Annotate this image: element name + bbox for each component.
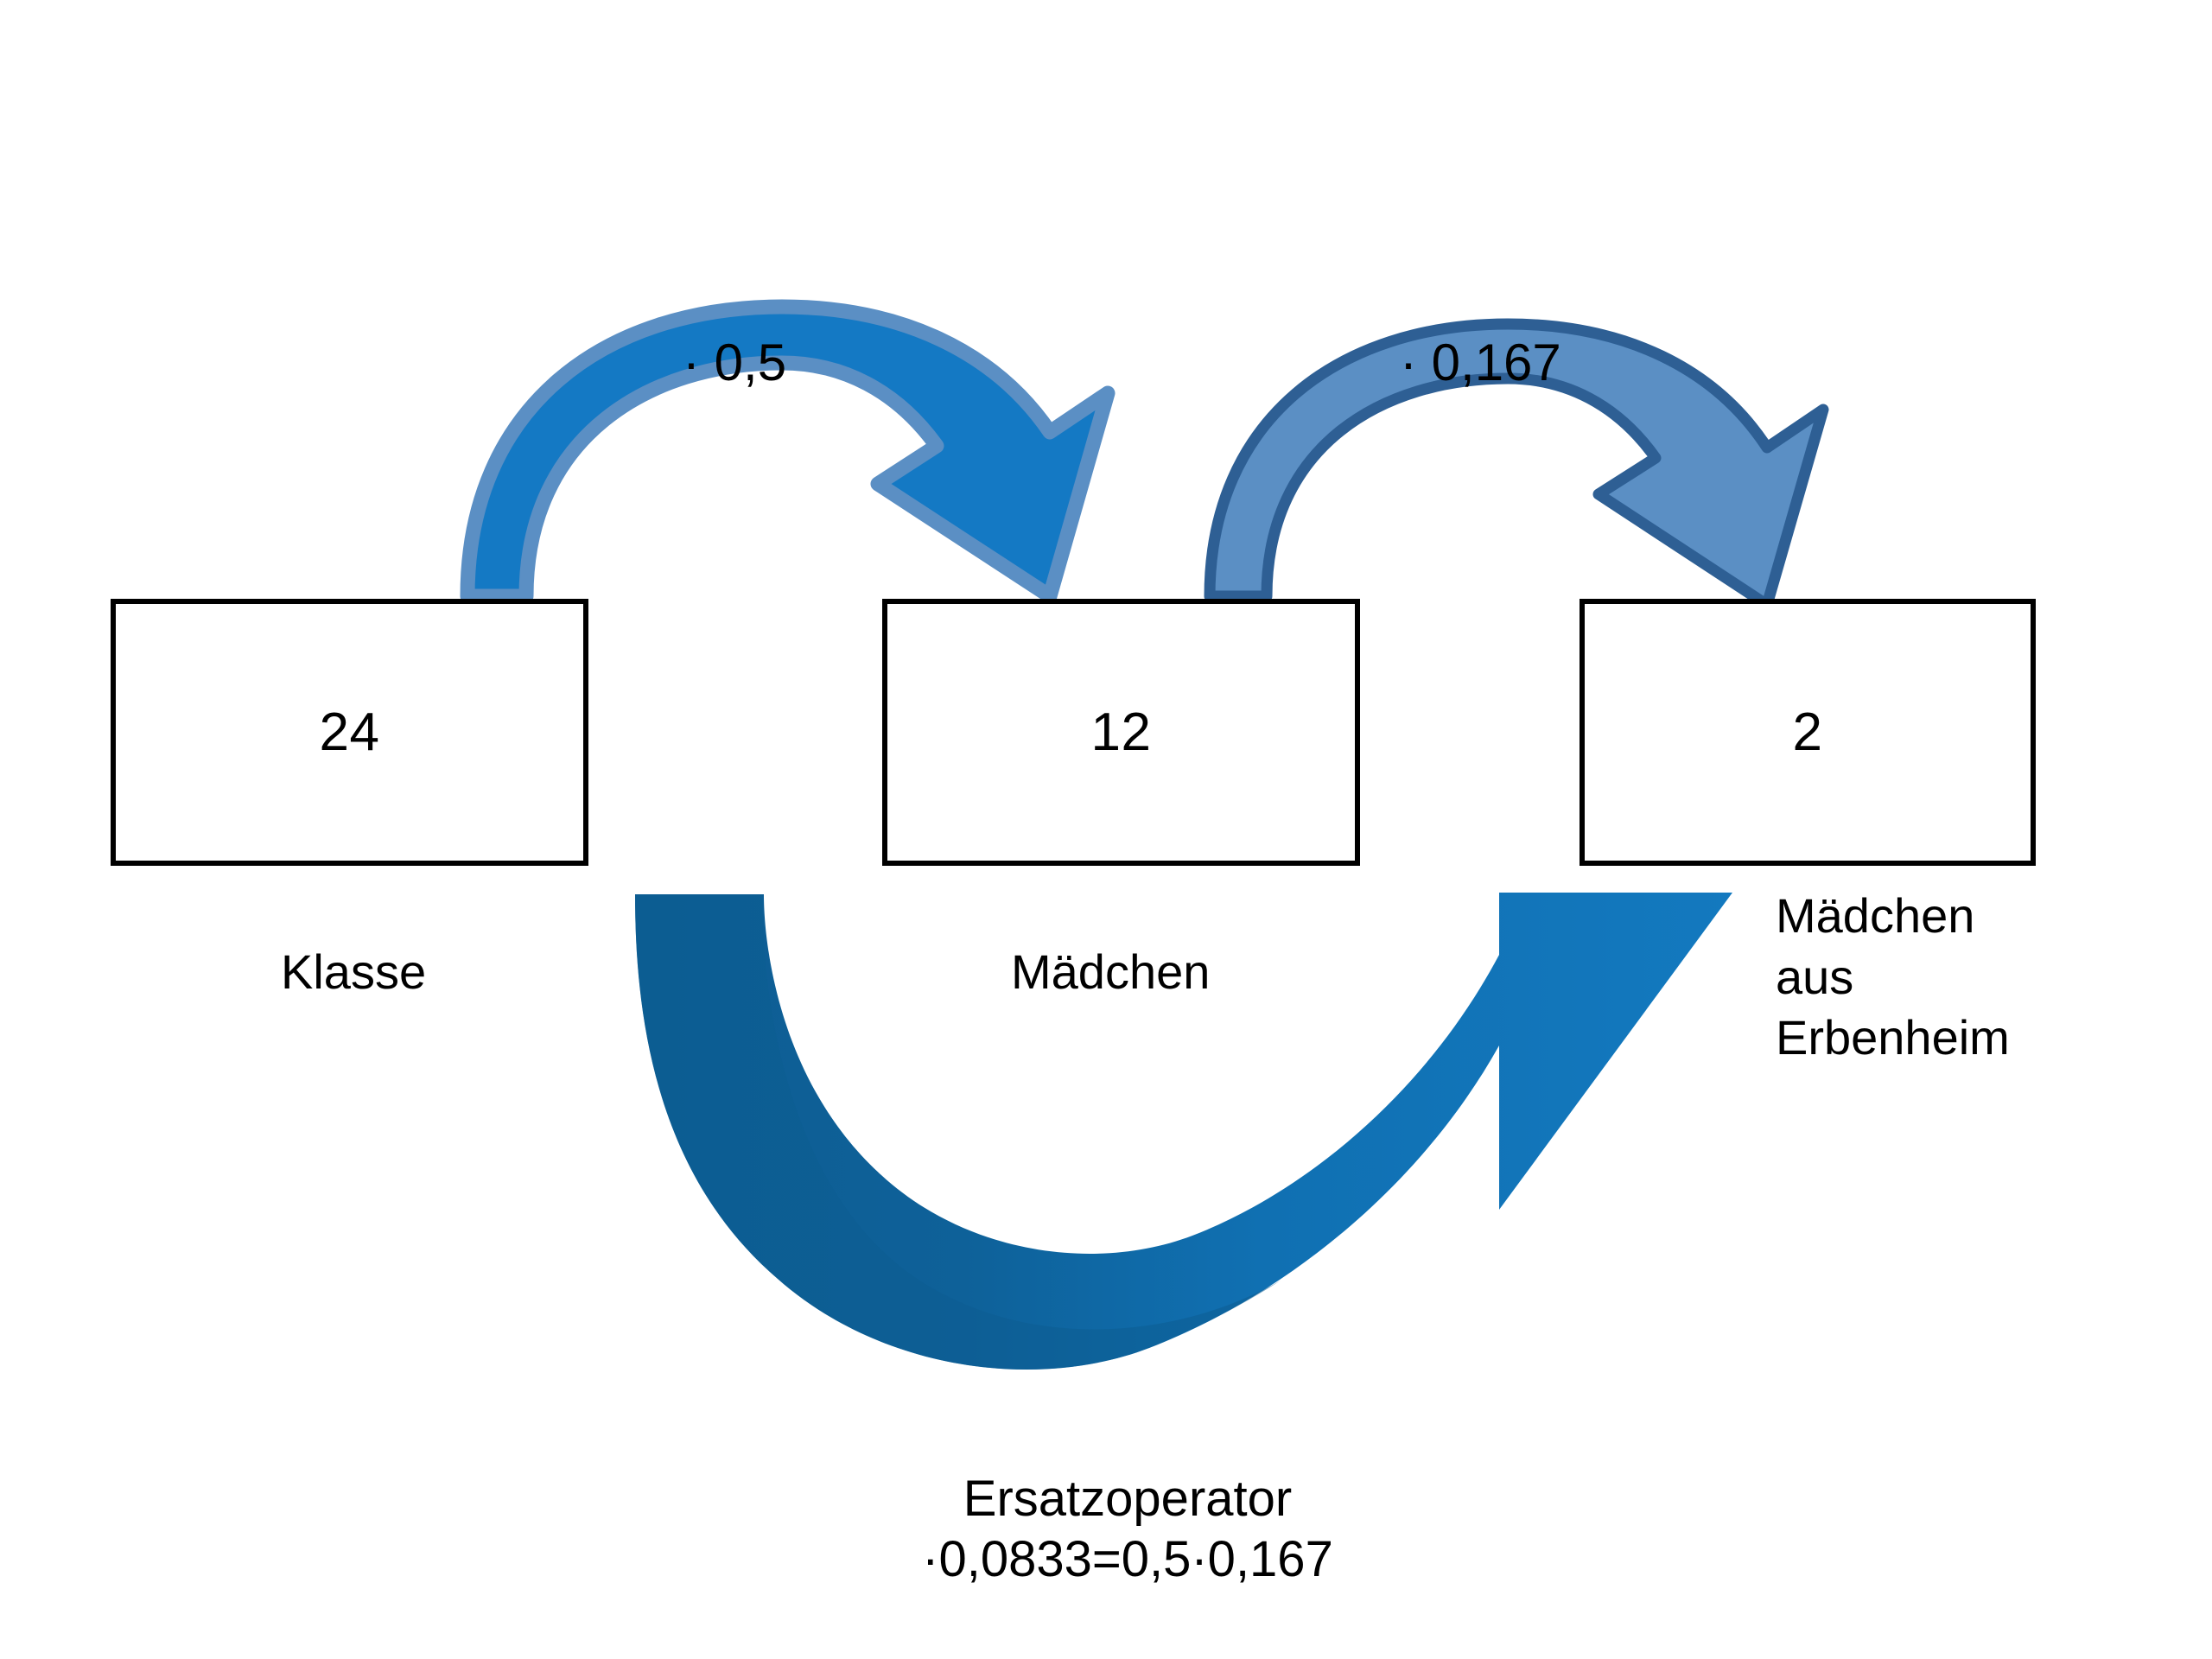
caption-maedchen: Mädchen	[1011, 944, 1211, 999]
operator-label-multiply-0-167: · 0,167	[1400, 334, 1561, 391]
value-box-klasse[interactable]: 24	[111, 599, 588, 866]
composite-arrow-caption: Ersatzoperator ·0,0833=0,5·0,167	[0, 1469, 2212, 1589]
value-klasse: 24	[319, 702, 380, 762]
operator-label-multiply-0-5: · 0,5	[683, 334, 787, 391]
ersatzoperator-formula: ·0,0833=0,5·0,167	[922, 1530, 1333, 1587]
value-box-erbenheim[interactable]: 2	[1580, 599, 2036, 866]
caption-erbenheim: Mädchen aus Erbenheim	[1776, 888, 2010, 1065]
arc-arrow-multiply-0-5	[460, 299, 1116, 604]
ersatzoperator-label: Ersatzoperator	[963, 1471, 1293, 1527]
caption-klasse: Klasse	[281, 944, 427, 999]
value-erbenheim: 2	[1792, 702, 1823, 762]
value-box-maedchen[interactable]: 12	[882, 599, 1360, 866]
value-maedchen: 12	[1090, 702, 1152, 762]
